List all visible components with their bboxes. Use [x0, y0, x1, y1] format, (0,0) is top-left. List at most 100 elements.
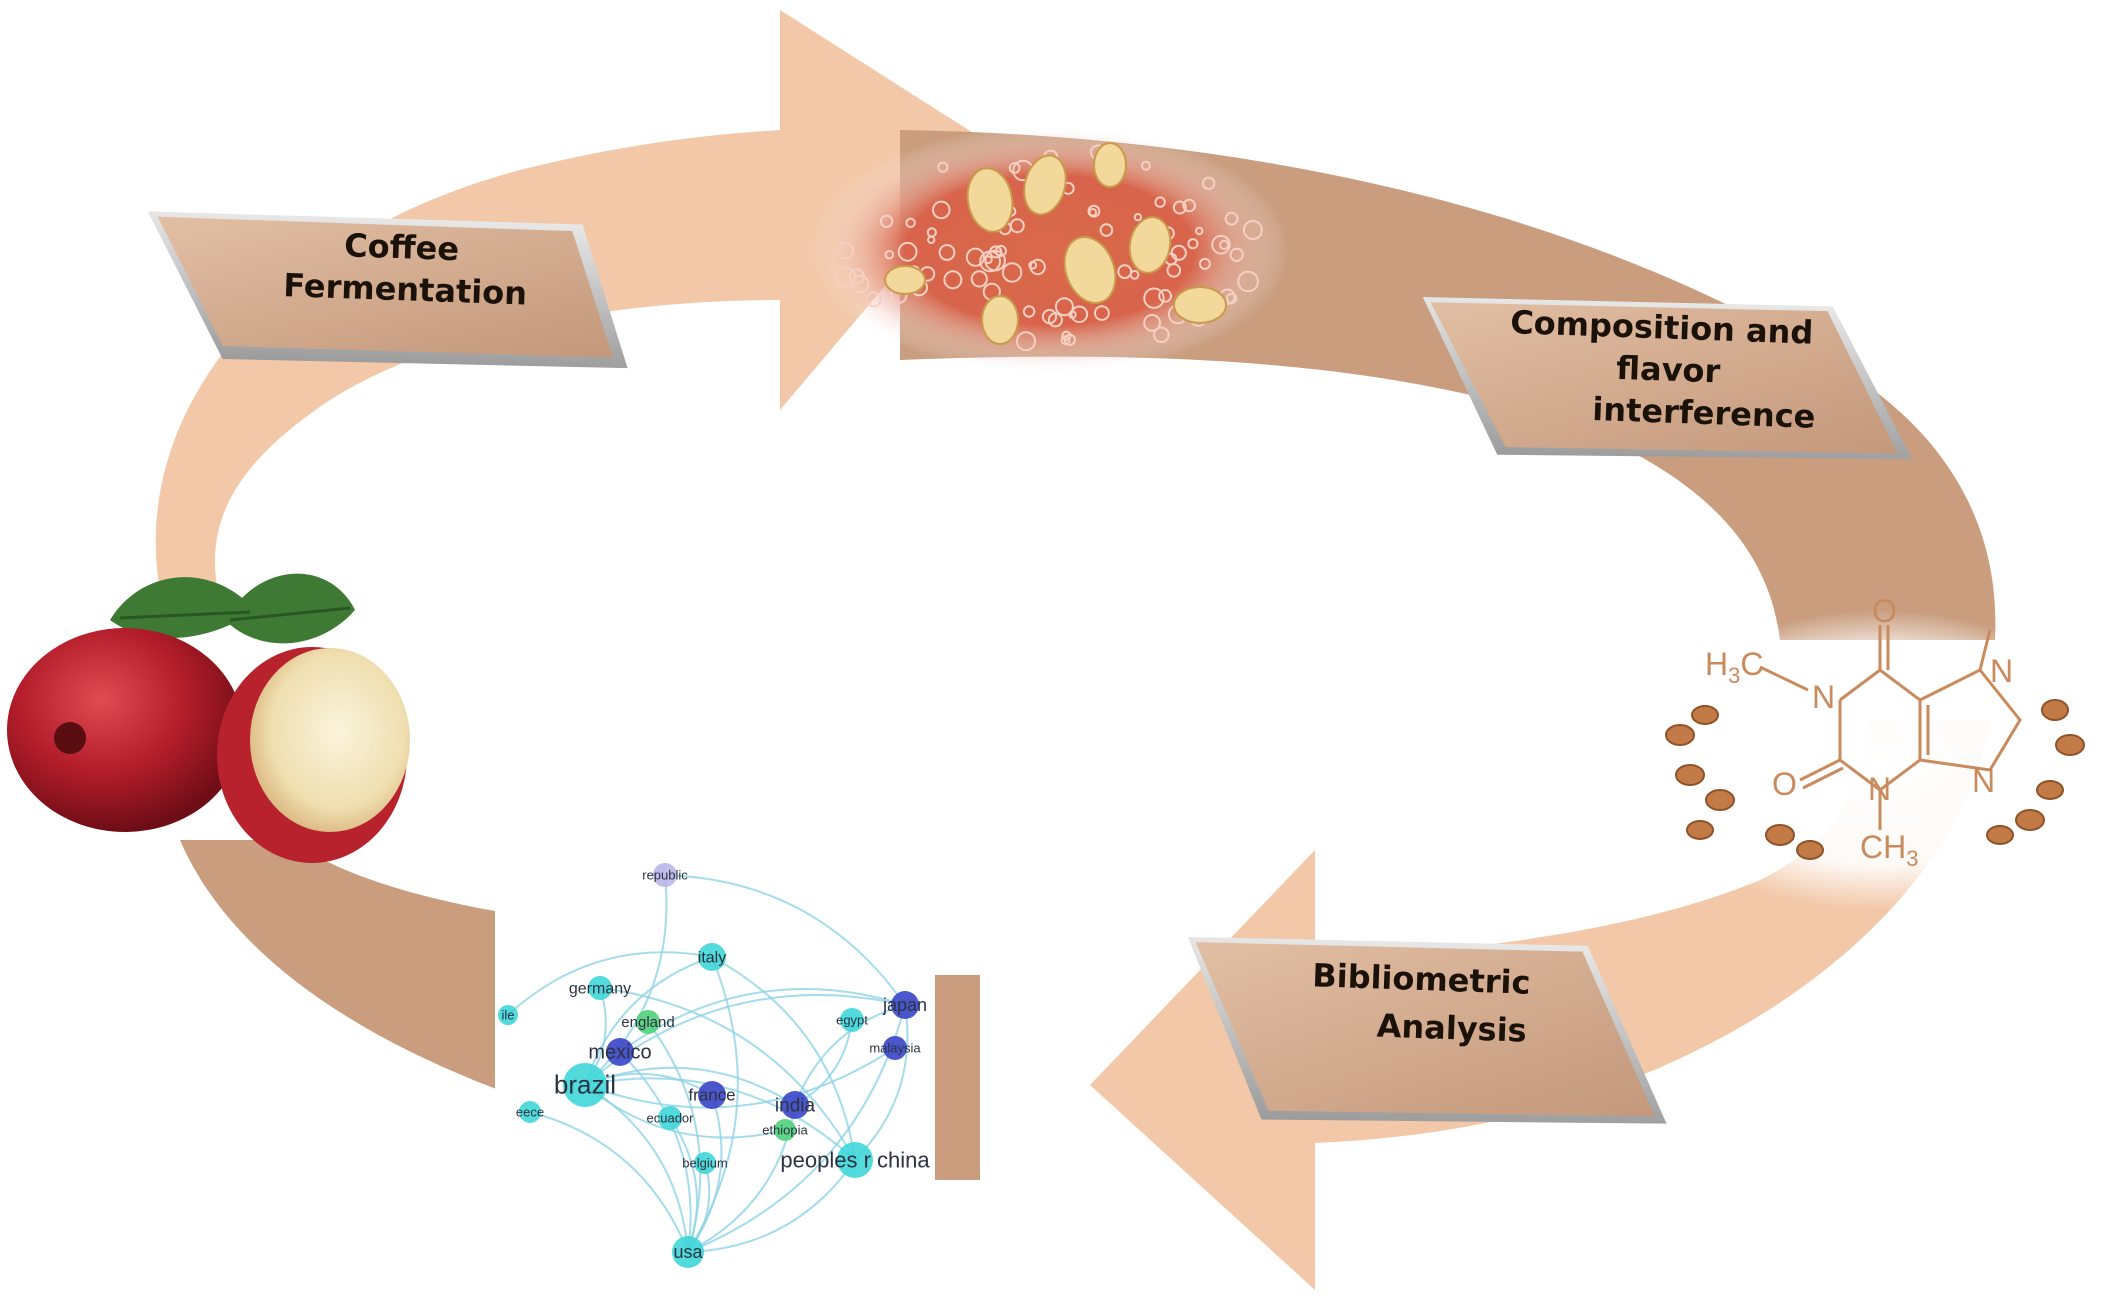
- network-edge: [584, 1077, 856, 1161]
- foam-bubble: [1099, 223, 1114, 237]
- fermentation-mash-image: [810, 125, 1290, 375]
- network-node-republic: [653, 863, 677, 887]
- network-label-usa: usa: [673, 1242, 703, 1262]
- network-edge: [584, 1084, 786, 1139]
- label-composition-line3: interference: [1592, 390, 1816, 436]
- network-node-peoples-r-china: [837, 1142, 873, 1178]
- country-network-image: republicitalygermanyenglandjapanegyptmal…: [495, 860, 935, 1300]
- foam-bubble: [1129, 269, 1140, 280]
- foam-bubble: [1008, 162, 1021, 174]
- network-label-mexico: mexico: [588, 1042, 651, 1064]
- foam-bubble: [1154, 196, 1166, 208]
- network-edge: [854, 1004, 909, 1161]
- network-node-brazil: [563, 1063, 607, 1107]
- network-label-belgium: belgium: [682, 1155, 728, 1170]
- foam-bubble: [1140, 160, 1151, 171]
- foam-bubble: [865, 291, 882, 308]
- plaque-bibliometric: Bibliometric Analysis: [1187, 936, 1667, 1124]
- label-fermentation-line2: Fermentation: [283, 266, 528, 312]
- foam-bubble: [943, 270, 963, 290]
- foam-bubble: [1068, 310, 1077, 319]
- network-label-india: india: [775, 1095, 816, 1116]
- foam-bubble: [1242, 220, 1263, 240]
- network-edge: [529, 1111, 689, 1253]
- foam-bubble: [938, 244, 956, 261]
- roasted-beans: [1665, 699, 2085, 860]
- network-label-england: england: [621, 1014, 674, 1031]
- open-cherry-pulp: [250, 648, 410, 832]
- network-edge: [584, 1066, 796, 1106]
- molecule-n3: N: [1868, 771, 1891, 807]
- network-label-ethiopia: ethiopia: [762, 1122, 808, 1137]
- foam-bubble: [1201, 176, 1216, 191]
- foam-bubble: [905, 217, 916, 229]
- label-fermentation-line1: Coffee: [344, 226, 460, 268]
- network-edge: [711, 956, 856, 1161]
- foam-bubble: [1187, 238, 1199, 250]
- foam-bubble: [1001, 262, 1023, 283]
- network-label-egypt: egypt: [836, 1012, 868, 1027]
- foam-bubble: [1211, 234, 1231, 255]
- network-edge: [507, 951, 713, 1016]
- foam-bubble: [879, 214, 894, 229]
- foam-bubble: [1143, 314, 1161, 332]
- foam-bubble: [927, 235, 936, 245]
- foam-bubble: [1041, 309, 1058, 325]
- molecule-n1: N: [1812, 679, 1835, 715]
- red-cherry: [7, 628, 243, 832]
- foam-bubble: [1158, 289, 1172, 303]
- foam-bubble: [1198, 257, 1211, 270]
- network-node-ecuador: [658, 1106, 682, 1130]
- foam-bubble: [1166, 263, 1182, 278]
- foam-bubble: [984, 249, 1006, 272]
- molecule-o-top: O: [1872, 593, 1897, 629]
- foam-bubble: [932, 200, 951, 220]
- network-node-malaysia: [883, 1036, 907, 1060]
- network-node-india: [781, 1091, 809, 1119]
- foam-bubble: [1016, 331, 1036, 352]
- foam-bubble: [1237, 270, 1259, 293]
- molecule-h3c: H3C: [1705, 646, 1763, 688]
- network-label-germany: germany: [569, 980, 631, 997]
- network-edge: [664, 874, 906, 1006]
- foam-bubble: [1087, 204, 1101, 218]
- foam-bubble: [1219, 239, 1230, 250]
- network-label-malaysia: malaysia: [869, 1040, 921, 1055]
- foam-bubble: [1070, 305, 1089, 324]
- label-bibliometric-line1: Bibliometric: [1312, 956, 1531, 1002]
- network-label-peoples-r-china: peoples r china: [780, 1147, 930, 1172]
- network-label-chile: ile: [501, 1007, 514, 1022]
- cherry-navel: [54, 722, 86, 754]
- network-edge: [584, 874, 668, 1086]
- network-edge: [584, 956, 713, 1086]
- leaf-left: [110, 577, 255, 639]
- foam-bubble: [1143, 287, 1165, 309]
- network-node-ethiopia: [774, 1119, 796, 1141]
- foam-bubble: [851, 274, 870, 294]
- foam-bubble: [970, 270, 988, 288]
- foam-bubble: [965, 247, 986, 267]
- foam-bubble: [1022, 305, 1036, 318]
- network-node-france: [698, 1081, 726, 1109]
- network-node-chile: [498, 1005, 518, 1025]
- network-node-usa: [672, 1236, 704, 1268]
- network-dark-band: [930, 975, 980, 1180]
- foam-bubble: [1195, 226, 1204, 236]
- network-label-republic: republic: [642, 867, 688, 882]
- network-edge: [584, 1047, 896, 1109]
- network-edge: [599, 987, 856, 1161]
- foam-bubble: [1170, 244, 1187, 261]
- label-composition-line2: flavor: [1616, 349, 1721, 391]
- foam-bubble: [1133, 213, 1143, 222]
- molecule-bonds: [1759, 625, 2022, 830]
- network-node-greece: [519, 1101, 541, 1123]
- plaque-composition: Composition and flavor interference: [1422, 297, 1913, 460]
- foam-bubble: [1153, 326, 1170, 344]
- molecule-n7: N: [1990, 653, 2013, 689]
- network-label-ecuador: ecuador: [647, 1110, 695, 1125]
- network-label-greece: eece: [516, 1104, 544, 1119]
- molecule-o-left: O: [1772, 766, 1797, 802]
- network-node-england: [636, 1010, 660, 1034]
- network-node-belgium: [694, 1152, 716, 1174]
- molecule-n9: N: [1972, 763, 1995, 799]
